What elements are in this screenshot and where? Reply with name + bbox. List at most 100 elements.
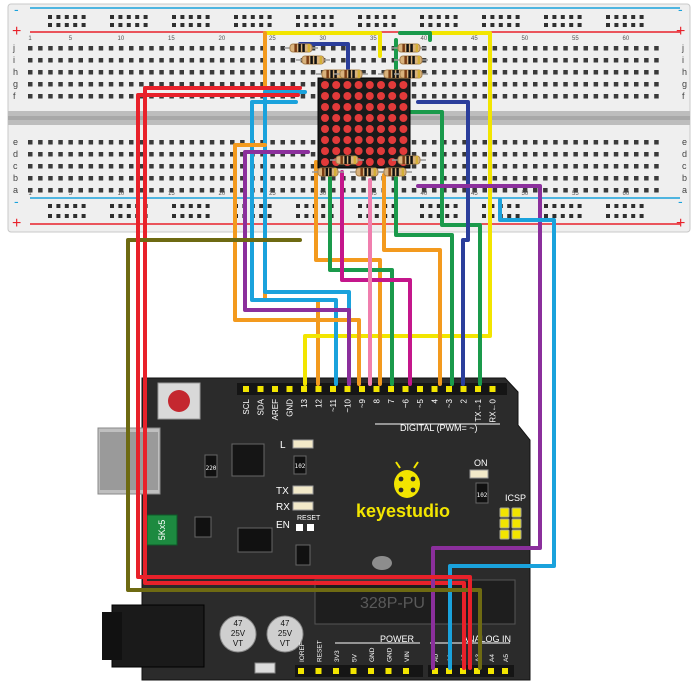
power-pin[interactable] (333, 668, 339, 674)
power-label: POWER (380, 634, 415, 644)
matrix-led (354, 136, 363, 144)
column-number-bottom: 15 (168, 191, 175, 197)
jumper-wire (416, 100, 470, 386)
matrix-led (354, 125, 363, 133)
column-number-top: 20 (219, 36, 226, 42)
resistor (284, 43, 318, 53)
jumper-wire (340, 170, 412, 386)
digital-pin[interactable] (475, 386, 481, 392)
matrix-led (365, 136, 374, 144)
digital-pin-label: TX→1 (474, 398, 483, 421)
column-number-top: 55 (572, 36, 579, 42)
row-letter-left: c (13, 161, 18, 171)
power-pin[interactable] (315, 668, 322, 674)
analog-pin[interactable] (502, 668, 508, 674)
column-number-top: 50 (522, 36, 529, 42)
reset-button-cap[interactable] (168, 390, 190, 412)
matrix-led (354, 92, 363, 100)
digital-pin[interactable] (315, 386, 322, 392)
jumper-wire (143, 86, 466, 670)
digital-pin[interactable] (330, 386, 336, 392)
digital-pin-label: ~5 (416, 398, 425, 408)
power-pin[interactable] (385, 668, 392, 674)
led-tx (292, 485, 314, 495)
matrix-led (399, 81, 408, 89)
resistor (394, 69, 428, 79)
analog-pin-label: A5 (503, 654, 510, 662)
jumper-wire (298, 42, 350, 72)
analog-pin[interactable] (488, 668, 494, 674)
matrix-led (388, 125, 397, 133)
analog-label: ANALOG IN (462, 634, 511, 644)
power-pin[interactable] (368, 668, 374, 674)
led-l-label: L (280, 440, 286, 451)
digital-pin[interactable] (417, 386, 423, 392)
power-pin[interactable] (403, 668, 409, 674)
icsp-pin[interactable] (499, 507, 510, 518)
power-pin-label: GND (387, 647, 394, 662)
matrix-led (343, 147, 352, 155)
digital-pin[interactable] (460, 386, 467, 392)
digital-pin[interactable] (373, 386, 380, 392)
resistors (284, 43, 428, 177)
digital-pin[interactable] (489, 386, 496, 392)
column-number-top: 60 (623, 36, 630, 42)
row-letter-right: b (682, 173, 687, 183)
digital-pin[interactable] (344, 386, 351, 392)
icsp-pin[interactable] (499, 529, 510, 540)
bottom-headers (298, 668, 508, 674)
matrix-led (343, 81, 352, 89)
analog-pin[interactable] (474, 668, 480, 674)
brand-name: keyestudio (356, 501, 450, 521)
power-pin[interactable] (298, 668, 304, 674)
icsp-pin[interactable] (511, 507, 522, 518)
power-pin[interactable] (350, 668, 357, 674)
matrix-led (332, 92, 341, 100)
resistor-smd (293, 455, 307, 475)
row-letter-left: e (13, 137, 18, 147)
analog-pin[interactable] (446, 668, 452, 674)
matrix-led (354, 147, 363, 155)
icsp-pin[interactable] (499, 518, 510, 529)
icsp-pin[interactable] (511, 518, 522, 529)
rail-plus-bottom-right: + (676, 215, 685, 232)
digital-pin[interactable] (388, 386, 394, 392)
res-label-1: 102 (295, 463, 306, 470)
cap1-line2: 25V (231, 629, 246, 638)
chip-label: 328P-PU (360, 595, 425, 612)
matrix-led (321, 114, 329, 122)
rail-minus-bottom-right: - (678, 193, 683, 209)
matrix-led (332, 125, 341, 133)
matrix-led (377, 92, 385, 100)
matrix-led (332, 136, 341, 144)
matrix-led (365, 114, 374, 122)
column-number-bottom: 10 (118, 191, 125, 197)
digital-pin[interactable] (402, 386, 409, 392)
digital-pin-label: ~9 (358, 398, 367, 408)
digital-pin-label: SDA (257, 398, 266, 415)
digital-pin[interactable] (446, 386, 452, 392)
column-number-bottom: 55 (572, 191, 579, 197)
power-pin-label: VIN (404, 651, 411, 662)
digital-pin[interactable] (257, 386, 264, 392)
analog-pin[interactable] (460, 668, 466, 674)
digital-pin[interactable] (272, 386, 278, 392)
digital-pin[interactable] (359, 386, 365, 392)
analog-pin[interactable] (432, 668, 438, 674)
matrix-led (365, 147, 374, 155)
digital-pin[interactable] (301, 386, 307, 392)
jumper-wire (314, 160, 382, 386)
matrix-led (377, 147, 385, 155)
matrix-led (354, 103, 363, 111)
jumper-wire (126, 238, 482, 670)
digital-pin[interactable] (243, 386, 249, 392)
icsp-pin[interactable] (511, 529, 522, 540)
keyestudio-logo: keyestudio (356, 461, 450, 521)
digital-pin[interactable] (286, 386, 293, 392)
rail-plus-top-right: + (676, 23, 685, 40)
digital-pin[interactable] (431, 386, 438, 392)
jumper-wire (398, 31, 432, 42)
row-letter-left: j (12, 43, 15, 53)
